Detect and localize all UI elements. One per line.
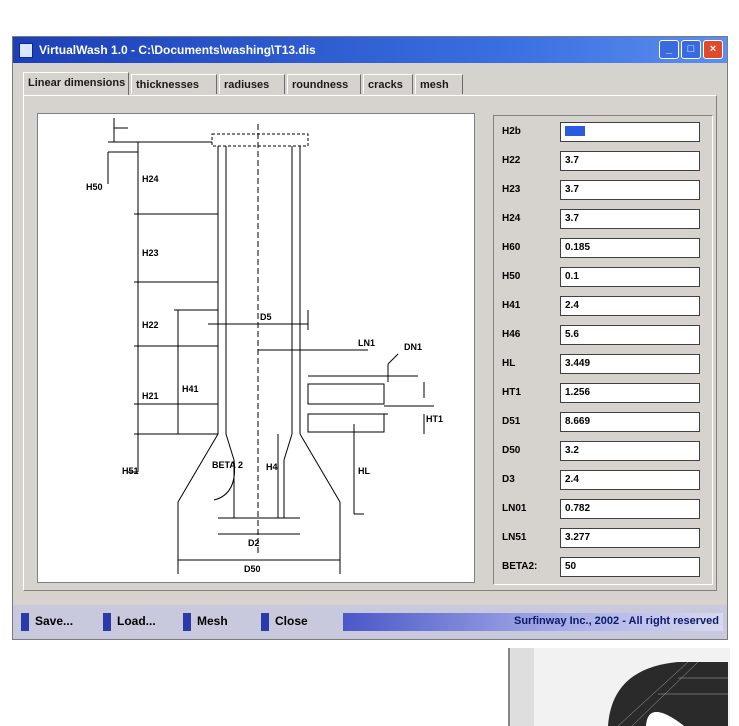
param-input[interactable]: 2.4 — [560, 296, 700, 316]
background-window-content — [534, 648, 730, 726]
param-row: D51 8.669 — [502, 412, 707, 434]
param-input[interactable]: 8.669 — [560, 412, 700, 432]
label-ln1: LN1 — [358, 338, 375, 348]
label-h51: H51 — [122, 466, 139, 476]
param-label: H50 — [502, 271, 521, 282]
load-button-label: Load... — [117, 614, 156, 629]
param-label: BETA2: — [502, 561, 538, 572]
tab-thicknesses[interactable]: thicknesses — [131, 74, 217, 94]
label-h23: H23 — [142, 248, 159, 258]
param-input[interactable]: 3.7 — [560, 209, 700, 229]
param-input[interactable]: 3.277 — [560, 528, 700, 548]
label-beta: BETA 2 — [212, 460, 243, 470]
close-button[interactable]: Close — [261, 613, 308, 631]
param-label: HL — [502, 358, 516, 369]
param-row: H46 5.6 — [502, 325, 707, 347]
param-input[interactable]: 3.2 — [560, 441, 700, 461]
tab-radiuses[interactable]: radiuses — [219, 74, 285, 94]
load-button[interactable]: Load... — [103, 613, 156, 631]
parameter-panel: H2b H22 3.7 H23 3.7 H24 3.7 H60 0.185 H50 0.1… — [493, 115, 713, 585]
param-label: H23 — [502, 184, 521, 195]
mesh-button-label: Mesh — [197, 614, 228, 629]
param-row: H23 3.7 — [502, 180, 707, 202]
window-title: VirtualWash 1.0 - C:\Documents\washing\T… — [39, 43, 316, 57]
label-h24: H24 — [142, 174, 159, 184]
param-input[interactable]: 50 — [560, 557, 700, 577]
param-row: D3 2.4 — [502, 470, 707, 492]
tab-linear-dimensions[interactable]: Linear dimensions — [23, 72, 129, 95]
param-row: HL 3.449 — [502, 354, 707, 376]
dimension-drawing: H50 H24 H23 H22 H21 H51 H41 D5 LN1 DN1 H… — [37, 113, 475, 583]
close-button-label: Close — [275, 614, 308, 629]
param-label: LN01 — [502, 503, 527, 514]
label-d50: D50 — [244, 564, 261, 574]
label-h21: H21 — [142, 391, 159, 401]
param-row: BETA2: 50 — [502, 557, 707, 579]
tab-roundness[interactable]: roundness — [287, 74, 361, 94]
param-row: D50 3.2 — [502, 441, 707, 463]
status-gradient — [343, 613, 723, 631]
label-h50: H50 — [86, 182, 103, 192]
save-button-label: Save... — [35, 614, 74, 629]
param-label: H2b — [502, 126, 521, 137]
button-marker — [183, 613, 191, 631]
button-marker — [21, 613, 29, 631]
param-label: HT1 — [502, 387, 521, 398]
save-button[interactable]: Save... — [21, 613, 73, 631]
param-label: H22 — [502, 155, 521, 166]
param-row: LN01 0.782 — [502, 499, 707, 521]
background-window — [508, 648, 730, 726]
param-row: H50 0.1 — [502, 267, 707, 289]
main-window: VirtualWash 1.0 - C:\Documents\washing\T… — [12, 36, 728, 640]
param-label: H60 — [502, 242, 521, 253]
app-icon — [19, 43, 33, 58]
param-label: H24 — [502, 213, 521, 224]
param-input[interactable]: 1.256 — [560, 383, 700, 403]
param-row: H2b — [502, 122, 707, 144]
param-input[interactable]: 3.7 — [560, 151, 700, 171]
param-input[interactable] — [560, 122, 700, 142]
drawing-svg: H50 H24 H23 H22 H21 H51 H41 D5 LN1 DN1 H… — [86, 118, 443, 574]
close-window-button[interactable]: × — [703, 40, 723, 59]
bottom-bar: Save... Load... Mesh Close Surfinway Inc… — [13, 605, 727, 639]
label-d5: D5 — [260, 312, 272, 322]
param-label: D51 — [502, 416, 521, 427]
param-input[interactable]: 3.449 — [560, 354, 700, 374]
minimize-button[interactable]: _ — [659, 40, 679, 59]
label-h4: H4 — [266, 462, 278, 472]
param-row: H41 2.4 — [502, 296, 707, 318]
label-hl: HL — [358, 466, 370, 476]
label-h22: H22 — [142, 320, 159, 330]
title-bar[interactable]: VirtualWash 1.0 - C:\Documents\washing\T… — [13, 37, 727, 63]
tab-cracks[interactable]: cracks — [363, 74, 413, 94]
button-marker — [103, 613, 111, 631]
label-d2: D2 — [248, 538, 260, 548]
maximize-button[interactable]: □ — [681, 40, 701, 59]
param-row: LN51 3.277 — [502, 528, 707, 550]
param-label: D50 — [502, 445, 521, 456]
param-row: H60 0.185 — [502, 238, 707, 260]
param-label: H41 — [502, 300, 521, 311]
label-h41: H41 — [182, 384, 199, 394]
param-input[interactable]: 2.4 — [560, 470, 700, 490]
param-label: H46 — [502, 329, 521, 340]
tab-mesh[interactable]: mesh — [415, 74, 463, 94]
mesh-button[interactable]: Mesh — [183, 613, 228, 631]
mesh-preview — [608, 661, 728, 726]
param-row: HT1 1.256 — [502, 383, 707, 405]
label-dn1: DN1 — [404, 342, 422, 352]
param-input[interactable]: 0.185 — [560, 238, 700, 258]
copyright-text: Surfinway Inc., 2002 - All right reserve… — [514, 615, 719, 627]
label-ht1: HT1 — [426, 414, 443, 424]
param-input[interactable]: 3.7 — [560, 180, 700, 200]
param-input[interactable]: 5.6 — [560, 325, 700, 345]
param-input[interactable]: 0.782 — [560, 499, 700, 519]
param-label: LN51 — [502, 532, 527, 543]
tab-panel — [23, 95, 717, 591]
button-marker — [261, 613, 269, 631]
param-row: H24 3.7 — [502, 209, 707, 231]
param-input[interactable]: 0.1 — [560, 267, 700, 287]
param-label: D3 — [502, 474, 515, 485]
param-row: H22 3.7 — [502, 151, 707, 173]
